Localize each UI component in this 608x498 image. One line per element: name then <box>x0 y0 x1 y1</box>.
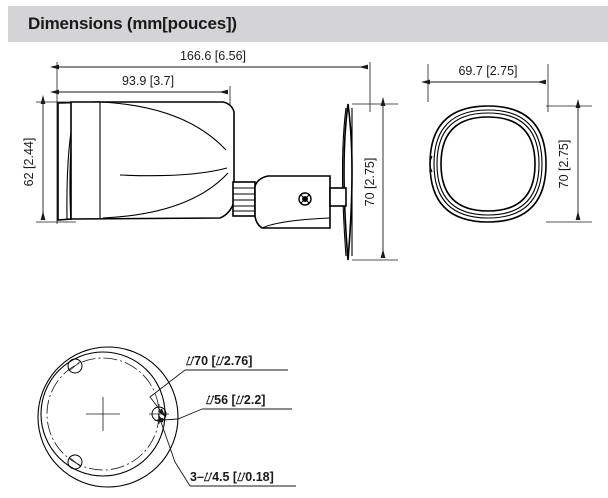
dim-front-width: 69.7 [2.75] <box>421 64 546 85</box>
front-face-outline <box>440 116 536 212</box>
bottom-view-group: ⌰70 [⌰2.76] ⌰56 [⌰2.2] 3–⌰4.5 [⌰0.18] <box>37 346 296 488</box>
callout-outer-diameter-text: ⌰70 [⌰2.76] <box>185 354 252 368</box>
mounting-arm <box>254 175 331 229</box>
arm-screw-icon <box>298 192 312 206</box>
callout-bolt-circle-text: ⌰56 [⌰2.2] <box>205 393 265 407</box>
callout-outer-diameter: ⌰70 [⌰2.76] <box>149 354 288 418</box>
mount-outer-circle <box>37 346 179 488</box>
dim-overall-length-text: 166.6 [6.56] <box>180 49 246 63</box>
camera-body-outline <box>70 101 235 220</box>
mount-plate-outline <box>343 103 353 261</box>
dim-camera-height: 62 [2.44] <box>22 95 76 223</box>
arm-lower-edge <box>261 217 331 229</box>
mounting-hole <box>67 358 83 374</box>
dim-camera-height-text: 62 [2.44] <box>22 138 36 187</box>
dim-camera-length: 93.9 [3.7] <box>50 74 228 95</box>
page-title: Dimensions (mm[pouces]) <box>28 14 237 33</box>
dim-front-width-text: 69.7 [2.75] <box>458 64 517 78</box>
section-header-bar: Dimensions (mm[pouces]) <box>8 6 608 42</box>
mounting-hole <box>67 454 83 470</box>
body-taper-top <box>99 101 227 151</box>
center-mark <box>86 397 120 431</box>
dim-mount-height: 70 [2.75] <box>352 97 398 261</box>
knurled-joint <box>232 181 256 217</box>
callout-bolt-circle: ⌰56 [⌰2.2] <box>154 393 292 423</box>
dim-front-height: 70 [2.75] <box>546 99 592 223</box>
body-taper-bottom <box>102 172 229 219</box>
technical-drawing-canvas: 166.6 [6.56] 93.9 [3.7] 62 [2.44] <box>0 42 608 498</box>
dim-front-height-text: 70 [2.75] <box>557 140 571 189</box>
front-side-notch <box>429 155 433 173</box>
mount-plate-inner <box>341 107 347 257</box>
front-ring-outline-1 <box>433 109 543 219</box>
side-view-group: 166.6 [6.56] 93.9 [3.7] 62 [2.44] <box>22 49 398 261</box>
mounting-hole <box>149 404 169 424</box>
dim-overall-length: 166.6 [6.56] <box>50 49 368 70</box>
mount-plate-boss <box>329 187 347 207</box>
front-ring-outline-2 <box>436 112 540 216</box>
dim-camera-length-text: 93.9 [3.7] <box>122 74 174 88</box>
callout-hole-size: 3–⌰4.5 [⌰0.18] <box>158 413 296 487</box>
body-seam-line <box>119 167 228 177</box>
callout-hole-size-text: 3–⌰4.5 [⌰0.18] <box>190 470 274 484</box>
front-view-group: 69.7 [2.75] 70 [2.75] <box>421 64 592 223</box>
dim-mount-height-text: 70 [2.75] <box>363 158 377 207</box>
